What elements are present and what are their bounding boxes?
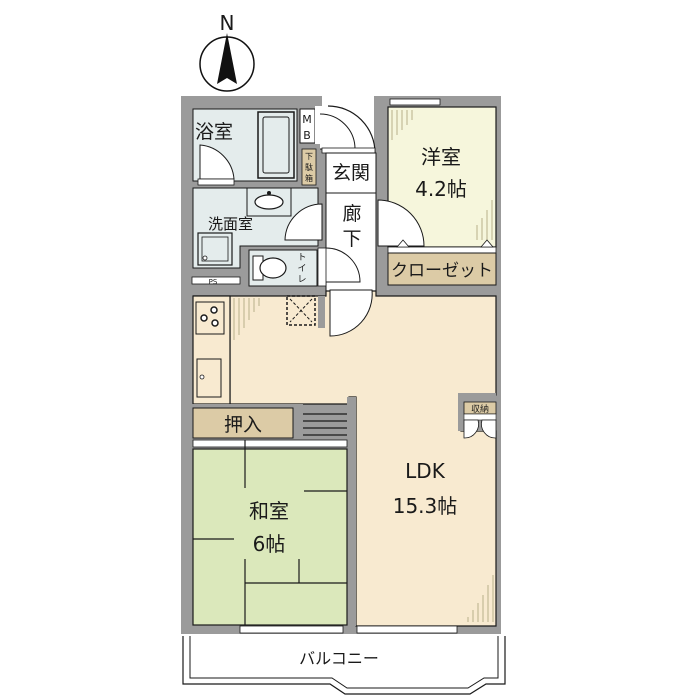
shoe-box bbox=[301, 148, 317, 186]
western-room-size: 4.2帖 bbox=[415, 177, 467, 201]
pipe-shaft-label: PS bbox=[209, 278, 218, 286]
japanese-room-label: 和室 bbox=[249, 499, 289, 523]
western-door-swing bbox=[377, 199, 425, 247]
balcony bbox=[182, 636, 506, 695]
entrance-label: 玄関 bbox=[332, 162, 370, 184]
mb-label-2: B bbox=[303, 129, 311, 142]
hallway-label-1: 廊 bbox=[342, 203, 361, 225]
toilet-label-2: イ bbox=[297, 264, 306, 274]
entrance bbox=[325, 152, 377, 194]
ldk-label: LDK bbox=[405, 459, 446, 483]
storage-label: 収納 bbox=[471, 403, 489, 415]
refrigerator-space bbox=[286, 295, 316, 326]
western-room-label: 洋室 bbox=[421, 145, 461, 169]
japanese-room bbox=[192, 448, 348, 626]
washroom-door-swing bbox=[284, 203, 323, 241]
hallway-label-2: 下 bbox=[342, 228, 361, 250]
toilet-door-swing bbox=[325, 247, 361, 283]
steps bbox=[303, 413, 347, 436]
mb-label-1: M bbox=[302, 113, 312, 126]
shoe-box-label-1: 下 bbox=[305, 152, 313, 161]
north-compass-icon: N bbox=[199, 11, 255, 92]
closet bbox=[387, 252, 497, 286]
pipe-shaft bbox=[191, 276, 241, 285]
oshiire-label: 押入 bbox=[224, 414, 262, 436]
toilet-label-1: ト bbox=[297, 253, 306, 263]
ldk-door-swing bbox=[329, 289, 373, 337]
oshiire-closet bbox=[192, 407, 294, 439]
closet-label: クローゼット bbox=[391, 261, 493, 281]
shoe-box-label-3: 箱 bbox=[305, 173, 313, 183]
shoe-box-label-2: 駄 bbox=[305, 162, 313, 172]
japanese-room-size: 6帖 bbox=[253, 532, 286, 556]
toilet-label-3: レ bbox=[297, 275, 306, 285]
bathroom-label: 浴室 bbox=[195, 121, 233, 143]
balcony-label: バルコニー bbox=[299, 649, 379, 668]
ldk-size: 15.3帖 bbox=[393, 494, 458, 518]
compass-label: N bbox=[220, 11, 235, 35]
stove bbox=[195, 301, 225, 335]
washroom-label: 洗面室 bbox=[208, 215, 253, 233]
